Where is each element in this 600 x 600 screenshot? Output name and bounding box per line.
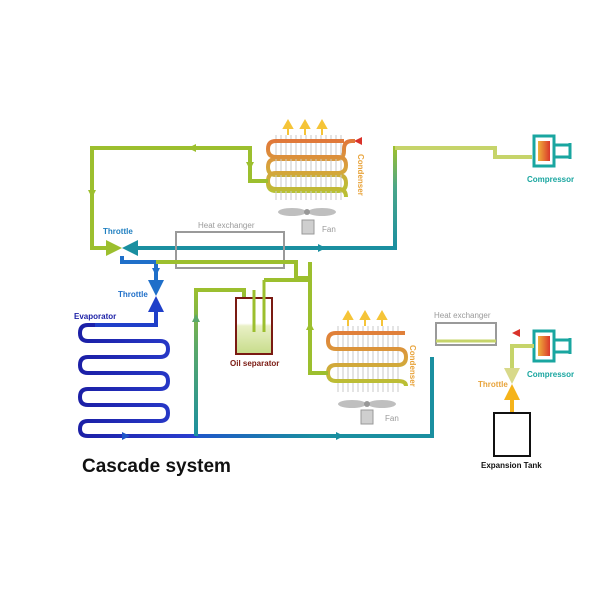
top-condenser-label: Condenser bbox=[356, 154, 365, 196]
bottom-return-arrow bbox=[336, 432, 344, 440]
bottom-fan-label: Fan bbox=[385, 414, 399, 423]
bottom-heat-exchanger-label: Heat exchanger bbox=[434, 311, 491, 320]
top-compressor-icon bbox=[532, 134, 572, 168]
bottom-cycle: Fan Condenser Heat exchanger Compressor … bbox=[306, 278, 574, 470]
top-return-arrow bbox=[318, 244, 326, 252]
oil-separator: Oil separator bbox=[230, 262, 312, 368]
bottom-compressor-label: Compressor bbox=[527, 370, 574, 379]
evaporator-label: Evaporator bbox=[74, 312, 116, 321]
top-condenser-outlet bbox=[90, 146, 268, 250]
top-left-arrow bbox=[188, 144, 196, 152]
right-throttle-label: Throttle bbox=[478, 380, 508, 389]
top-throttle-label: Throttle bbox=[103, 227, 133, 236]
bottom-fan-icon bbox=[338, 400, 396, 425]
top-compressor-inlet bbox=[395, 146, 532, 159]
top-heat-exchanger bbox=[175, 231, 285, 269]
top-coil-overlay bbox=[265, 139, 349, 198]
bottom-hot-arrow bbox=[512, 329, 520, 337]
bottom-condenser-coil bbox=[325, 331, 409, 387]
top-outlet-arrow bbox=[246, 162, 254, 170]
top-hot-arrow bbox=[354, 137, 362, 145]
expansion-tank bbox=[493, 412, 531, 457]
top-heat-exchanger-label: Heat exchanger bbox=[198, 221, 255, 230]
evap-out-arrow bbox=[122, 432, 130, 440]
right-throttle-icon bbox=[504, 368, 520, 400]
top-compressor-label: Compressor bbox=[527, 175, 574, 184]
evaporator-coil bbox=[77, 323, 196, 438]
mid-throttle-icon bbox=[148, 280, 164, 312]
top-fan-icon bbox=[278, 208, 336, 235]
diagram-title: Cascade system bbox=[82, 456, 231, 477]
hx-passage bbox=[156, 260, 312, 280]
oil-separator-label: Oil separator bbox=[230, 359, 279, 368]
top-heat-arrows bbox=[282, 118, 328, 135]
bottom-heat-exchanger bbox=[435, 322, 497, 346]
left-riser-arrow bbox=[192, 314, 200, 322]
hx-down-arrow bbox=[152, 268, 160, 276]
bottom-condenser-label: Condenser bbox=[408, 345, 417, 387]
top-throttle-down-line bbox=[120, 256, 158, 280]
top-throttle-icon bbox=[106, 240, 138, 256]
top-fan-label: Fan bbox=[322, 225, 336, 234]
bottom-heat-arrows bbox=[342, 309, 388, 326]
bottom-condenser-outlet bbox=[308, 278, 328, 375]
bottom-return-line bbox=[196, 357, 434, 438]
expansion-tank-label: Expansion Tank bbox=[481, 461, 542, 470]
bottom-compressor-inlet bbox=[510, 344, 534, 368]
bottom-compressor-icon bbox=[532, 329, 572, 363]
bottom-outlet-arrow bbox=[306, 322, 314, 330]
top-cycle: Fan Condenser Throttle Heat exchanger bbox=[88, 118, 574, 280]
mid-throttle-label: Throttle bbox=[118, 290, 148, 299]
mid-throttle-out bbox=[95, 312, 158, 327]
top-down-arrow bbox=[88, 190, 96, 198]
